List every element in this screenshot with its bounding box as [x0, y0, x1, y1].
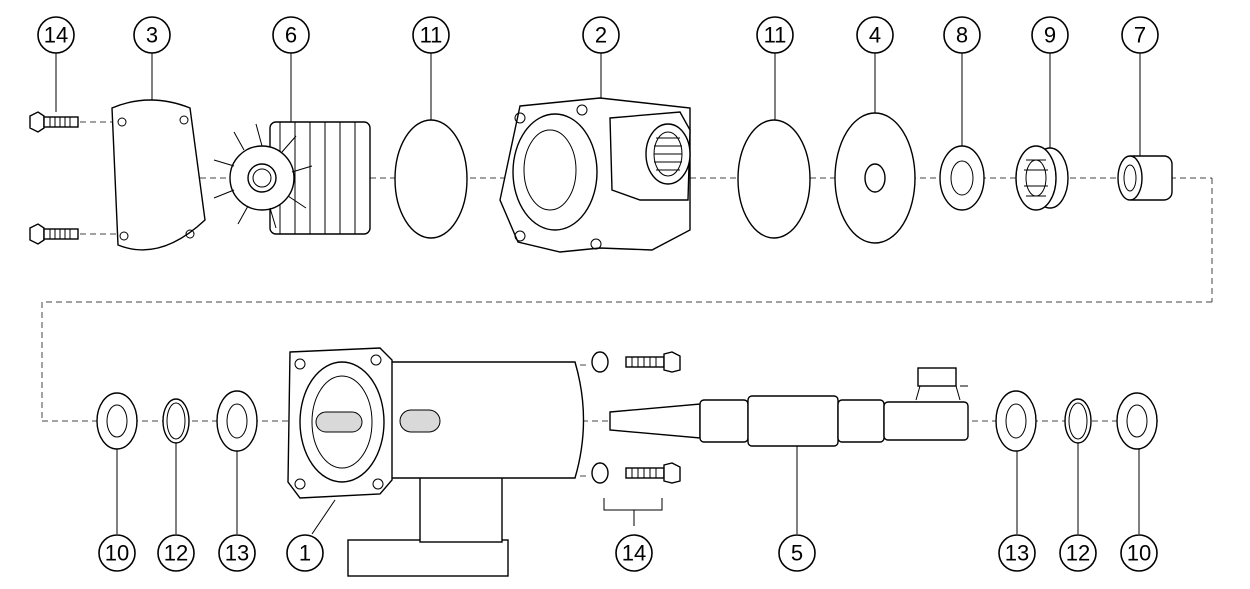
svg-text:10: 10 — [105, 541, 129, 566]
svg-text:13: 13 — [225, 541, 249, 566]
svg-text:14: 14 — [622, 541, 646, 566]
mechanical-seal — [1015, 145, 1069, 211]
callout-1: 1 — [286, 534, 324, 572]
callout-12-right: 12 — [1059, 534, 1097, 572]
svg-text:4: 4 — [869, 23, 881, 48]
svg-text:12: 12 — [164, 541, 188, 566]
svg-text:10: 10 — [1127, 541, 1151, 566]
svg-text:6: 6 — [285, 23, 297, 48]
svg-text:12: 12 — [1066, 541, 1090, 566]
callout-13-left: 13 — [218, 534, 256, 572]
bearing-housing — [287, 347, 585, 577]
svg-text:2: 2 — [595, 23, 607, 48]
bolt-top-upper — [29, 111, 79, 133]
callout-11-left: 11 — [412, 16, 450, 54]
callout-11-right: 11 — [756, 16, 794, 54]
o-ring-left — [394, 119, 468, 239]
callout-13-right: 13 — [998, 534, 1036, 572]
callout-10-right: 10 — [1120, 534, 1158, 572]
svg-text:13: 13 — [1005, 541, 1029, 566]
svg-text:11: 11 — [420, 23, 443, 48]
sleeve — [1117, 155, 1173, 201]
bearing-spacer-left — [96, 392, 138, 450]
bracket-14 — [603, 498, 663, 526]
callout-8: 8 — [943, 16, 981, 54]
svg-text:9: 9 — [1044, 23, 1056, 48]
svg-text:7: 7 — [1134, 23, 1146, 48]
svg-text:11: 11 — [764, 23, 787, 48]
washer-bolt-lower — [591, 462, 681, 484]
callout-5: 5 — [778, 534, 816, 572]
washer-bolt-upper — [591, 351, 681, 373]
callout-7: 7 — [1121, 16, 1159, 54]
callout-12-left: 12 — [157, 534, 195, 572]
callout-2: 2 — [582, 16, 620, 54]
retaining-ring-right — [1064, 398, 1092, 444]
seal-ring — [939, 145, 985, 211]
impeller — [213, 121, 371, 235]
pump-body — [499, 97, 691, 253]
shaft — [609, 367, 969, 447]
o-ring-right — [737, 119, 811, 239]
svg-text:3: 3 — [146, 23, 158, 48]
retaining-ring-left — [162, 398, 190, 444]
svg-text:5: 5 — [791, 541, 803, 566]
bearing-left — [216, 390, 258, 452]
callout-9: 9 — [1031, 16, 1069, 54]
svg-text:14: 14 — [44, 23, 68, 48]
callout-10-left: 10 — [98, 534, 136, 572]
svg-text:1: 1 — [299, 541, 311, 566]
leader-lines — [55, 52, 1141, 535]
bearing-right — [995, 390, 1037, 452]
callout-14-top: 14 — [37, 16, 75, 54]
wear-plate — [834, 112, 916, 244]
bearing-spacer-right — [1116, 392, 1158, 450]
callout-4: 4 — [856, 16, 894, 54]
svg-text:8: 8 — [956, 23, 968, 48]
callout-6: 6 — [272, 16, 310, 54]
callout-14-bottom: 14 — [615, 534, 653, 572]
cover-plate — [111, 99, 206, 251]
callout-3: 3 — [133, 16, 171, 54]
bolt-top-lower — [29, 223, 79, 245]
